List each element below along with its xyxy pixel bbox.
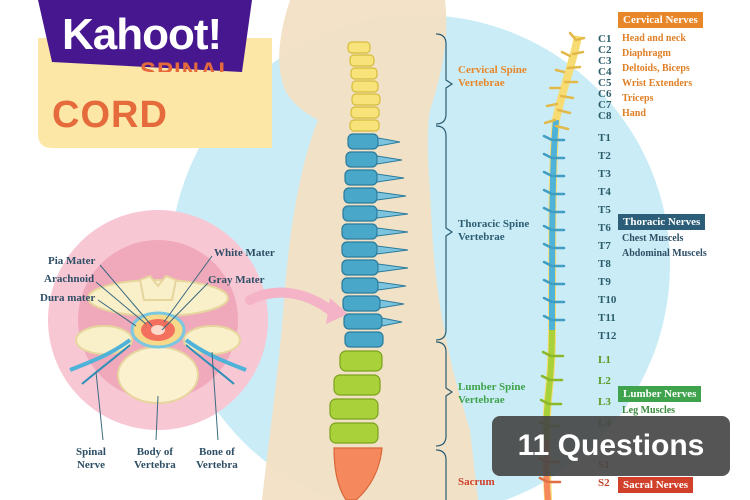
pointer-arrowhead (326, 298, 348, 324)
cross-section-leader-lines (95, 255, 219, 441)
region-label-sacrum: Sacrum (458, 476, 495, 488)
label-white-mater: White Mater (214, 247, 275, 259)
kahoot-logo-badge (38, 0, 252, 72)
vertebra-cross-section (69, 274, 247, 404)
segment-label: L3 (598, 396, 611, 408)
nerve-item: Head and neck (622, 33, 686, 44)
segment-label: C1 (598, 33, 612, 45)
segment-label: C2 (598, 44, 612, 56)
title-partial-text: SPINAL (140, 58, 235, 85)
region-label-cervical: Cervical Spine Vertebrae (458, 64, 527, 89)
pointer-arrow (245, 287, 335, 315)
label-body-of-vertebra: Body of Vertebra (134, 446, 176, 471)
label-gray-mater: Gray Mater (208, 274, 265, 286)
nerve-item: Wrist Extenders (622, 78, 693, 89)
thoracic-processes (376, 137, 409, 327)
label-dura-mater: Dura mater (40, 292, 96, 304)
questions-count-label: 11 Questions (517, 429, 705, 462)
segment-label: S2 (598, 477, 610, 489)
questions-count-badge[interactable]: 11 Questions (492, 416, 730, 476)
lumbar-vertebrae (329, 350, 383, 444)
segment-label: T12 (598, 330, 617, 342)
segment-label: C8 (598, 110, 612, 122)
segment-label: T6 (598, 222, 611, 234)
label-spinal-nerve: Spinal Nerve (76, 446, 106, 471)
region-label-thoracic: Thoracic Spine Vertebrae (458, 218, 530, 243)
segment-label: T11 (598, 312, 616, 324)
label-arachnoid: Arachnoid (44, 273, 95, 285)
segment-label: T10 (598, 294, 617, 306)
kahoot-logo-text: Kahoot! (62, 10, 222, 59)
segment-label: C7 (598, 99, 612, 111)
nerve-item: Abdominal Muscels (622, 248, 707, 259)
segment-label: T3 (598, 168, 611, 180)
nerve-header-thoracic: Thoracic Nerves (618, 214, 706, 230)
page-title: CORD (52, 94, 168, 136)
segment-label: C6 (598, 88, 612, 100)
nerve-item: Deltoids, Biceps (622, 63, 690, 74)
cervical-nerve-roots (543, 31, 586, 131)
thoracic-vertebrae (341, 133, 384, 348)
segment-label: C3 (598, 55, 612, 67)
segment-label: C4 (598, 66, 612, 78)
segment-label: T4 (598, 186, 611, 198)
segment-label: L1 (598, 354, 611, 366)
nerve-header-sacral: Sacral Nerves (618, 477, 694, 493)
sacrum-shape (333, 447, 383, 500)
label-pia-mater: Pia Mater (48, 255, 96, 267)
region-label-lumbar: Lumber Spine Vertebrae (458, 381, 526, 406)
cervical-vertebrae (347, 41, 381, 132)
vertebral-column (329, 41, 409, 500)
nerve-item: Hand (622, 108, 646, 119)
nerve-item: Chest Muscels (622, 233, 684, 244)
segment-label: C5 (598, 77, 612, 89)
region-brackets (435, 33, 454, 500)
nerve-header-cervical: Cervical Nerves (618, 12, 703, 28)
segment-label: L2 (598, 375, 611, 387)
nerve-item: Diaphragm (622, 48, 671, 59)
segment-label: T2 (598, 150, 611, 162)
segment-label: T9 (598, 276, 611, 288)
nerve-header-lumbar: Lumber Nerves (618, 386, 702, 402)
nerve-item: Leg Muscles (622, 405, 676, 416)
segment-label: T1 (598, 132, 611, 144)
nerve-item: Triceps (622, 93, 654, 104)
label-bone-of-vertebra: Bone of Vertebra (196, 446, 238, 471)
segment-label: T8 (598, 258, 611, 270)
thoracic-nerve-roots (542, 134, 566, 322)
segment-label: T7 (598, 240, 611, 252)
segment-label: T5 (598, 204, 611, 216)
